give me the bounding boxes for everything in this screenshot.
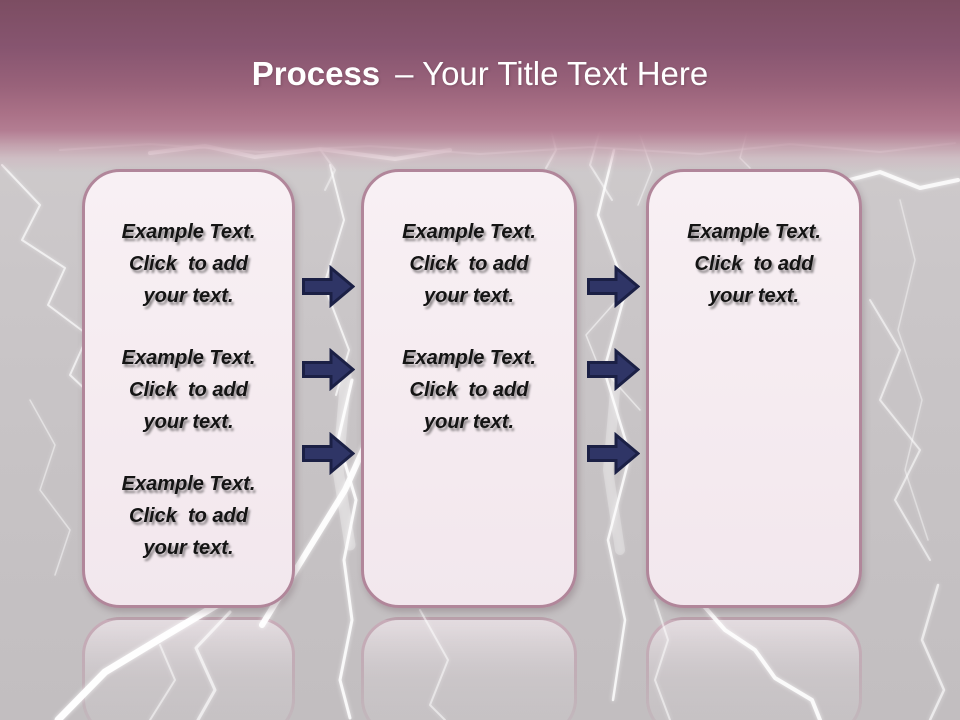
text-placeholder[interactable]: Example Text. Click to add your text. [364, 342, 574, 438]
placeholder-line: your text. [143, 411, 234, 433]
text-placeholder[interactable]: Example Text. Click to add your text. [85, 468, 292, 564]
title-keyword: Process [251, 55, 381, 92]
placeholder-line: Example Text. [402, 221, 536, 243]
title-text: – Your Title Text Here [395, 55, 709, 92]
text-placeholder[interactable]: Example Text. Click to add your text. [85, 216, 292, 312]
placeholder-line: Example Text. [121, 347, 256, 369]
placeholder-line: Click to add [409, 253, 529, 275]
placeholder-line: Click to add [694, 253, 814, 275]
box-reflection [361, 617, 577, 720]
process-box-3[interactable]: Example Text. Click to add your text. [646, 169, 862, 608]
placeholder-line: Example Text. [121, 221, 256, 243]
placeholder-line: your text. [708, 285, 800, 307]
placeholder-line: Click to add [129, 253, 248, 275]
process-box-1[interactable]: Example Text. Click to add your text. Ex… [82, 169, 295, 608]
placeholder-line: Click to add [129, 379, 248, 401]
arrow-right-icon [587, 348, 640, 391]
process-box-2[interactable]: Example Text. Click to add your text. Ex… [361, 169, 577, 608]
placeholder-line: your text. [143, 537, 234, 559]
arrow-right-icon [302, 265, 355, 308]
arrow-right-icon [587, 265, 640, 308]
placeholder-line: your text. [423, 285, 515, 307]
arrow-right-icon [302, 348, 355, 391]
text-placeholder[interactable]: Example Text. Click to add your text. [364, 216, 574, 312]
arrow-right-icon [302, 432, 355, 475]
placeholder-line: Example Text. [121, 473, 256, 495]
placeholder-line: Example Text. [687, 221, 821, 243]
text-placeholder[interactable]: Example Text. Click to add your text. [85, 342, 292, 438]
placeholder-line: Click to add [129, 505, 248, 527]
arrow-right-icon [587, 432, 640, 475]
page-title: Process – Your Title Text Here [0, 52, 960, 96]
text-placeholder[interactable]: Example Text. Click to add your text. [649, 216, 859, 312]
placeholder-line: your text. [423, 411, 515, 433]
box-reflection [82, 617, 295, 720]
placeholder-line: your text. [143, 285, 234, 307]
placeholder-line: Click to add [409, 379, 529, 401]
box-reflection [646, 617, 862, 720]
placeholder-line: Example Text. [402, 347, 536, 369]
